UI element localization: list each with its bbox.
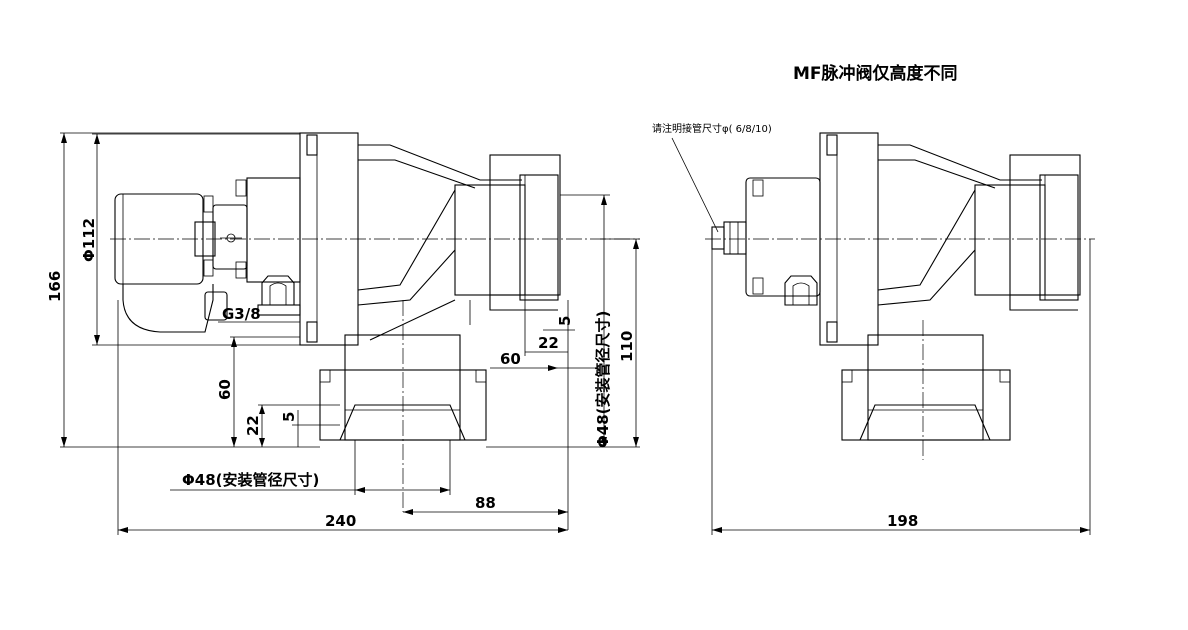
- dim-198: 198: [887, 512, 918, 530]
- dim-5-vertical: 5: [280, 412, 298, 422]
- dim-60-vertical: 60: [216, 379, 234, 400]
- dim-110: 110: [618, 331, 636, 362]
- dim-5-horizontal: 5: [556, 316, 574, 326]
- drawing-title: MF脉冲阀仅高度不同: [793, 63, 958, 84]
- dim-22-horizontal: 22: [538, 334, 559, 352]
- right-view: 198: [671, 132, 1095, 535]
- dim-60-horizontal: 60: [500, 350, 521, 368]
- dim-22-vertical: 22: [244, 415, 262, 436]
- left-view: 166 Φ112 G3/8 60 22 5 Φ48(安装管径: [46, 132, 640, 535]
- dim-112: Φ112: [80, 218, 98, 262]
- dim-88: 88: [475, 494, 496, 512]
- dim-240: 240: [325, 512, 356, 530]
- thread-label: G3/8: [222, 305, 261, 323]
- dim-pipe-right: Φ48(安装管径尺寸): [594, 311, 612, 448]
- dim-pipe-bottom: Φ48(安装管径尺寸): [182, 471, 319, 489]
- dim-166: 166: [46, 271, 64, 302]
- pipe-size-note: 请注明接管尺寸φ( 6/8/10): [652, 122, 772, 135]
